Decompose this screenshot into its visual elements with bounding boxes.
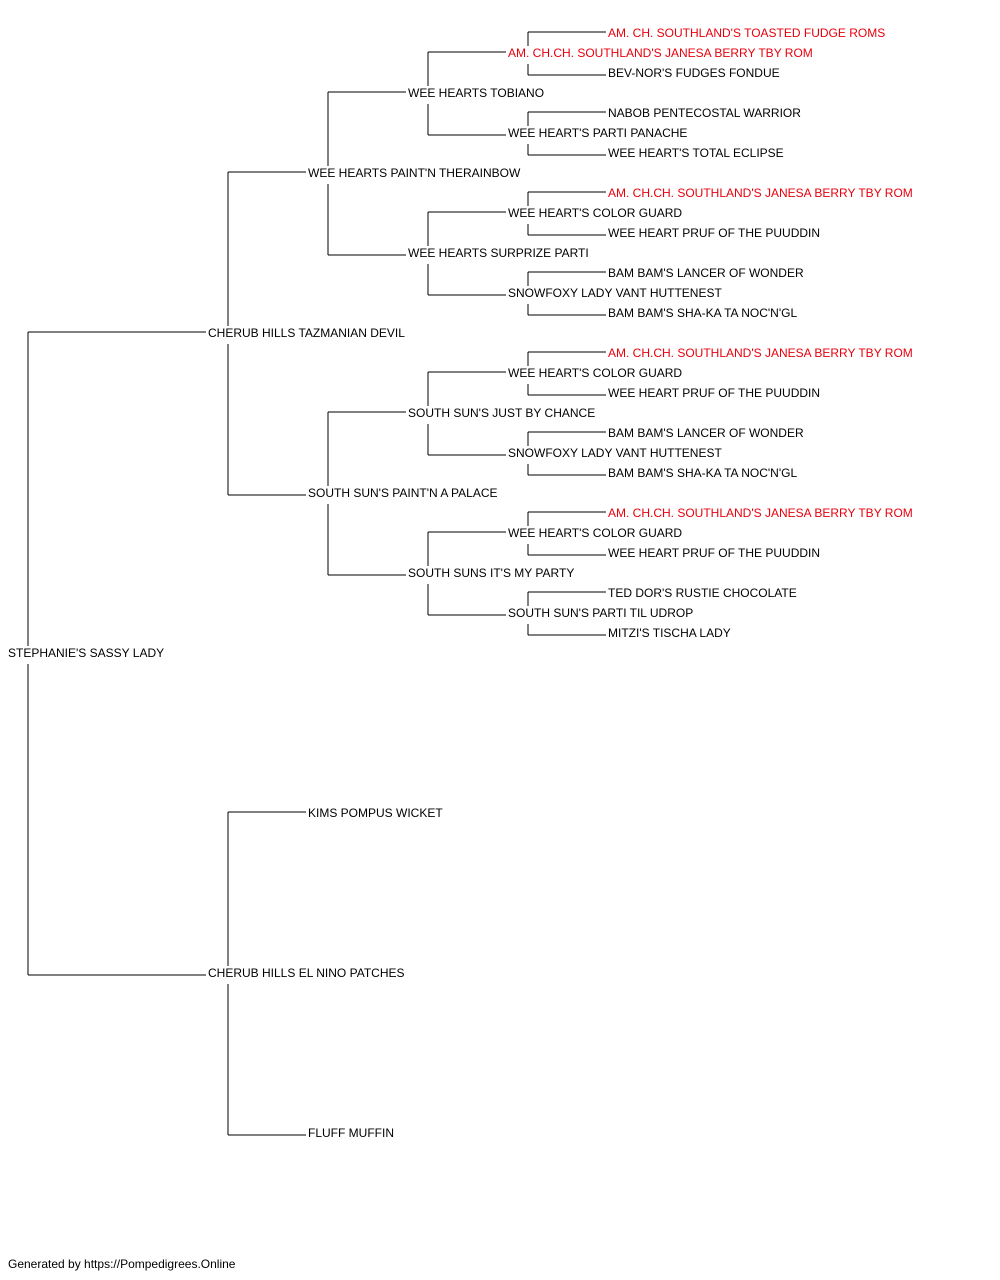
ancestor-name-gen-3: WEE HEARTS TOBIANO — [408, 86, 544, 100]
ancestor-name-gen-1: CHERUB HILLS TAZMANIAN DEVIL — [208, 326, 405, 340]
ancestor-name-gen-5: BAM BAM'S SHA-KA TA NOC'N'GL — [608, 306, 797, 320]
ancestor-name-gen-4: SNOWFOXY LADY VANT HUTTENEST — [508, 446, 722, 460]
ancestor-name-gen-4: WEE HEART'S COLOR GUARD — [508, 366, 682, 380]
ancestor-name-gen-5: AM. CH. SOUTHLAND'S TOASTED FUDGE ROMS — [608, 26, 885, 40]
ancestor-name-gen-3: SOUTH SUN'S JUST BY CHANCE — [408, 406, 595, 420]
ancestor-name-gen-5: WEE HEART PRUF OF THE PUUDDIN — [608, 546, 820, 560]
ancestor-name-gen-2: FLUFF MUFFIN — [308, 1126, 394, 1140]
ancestor-name-gen-2: SOUTH SUN'S PAINT'N A PALACE — [308, 486, 498, 500]
ancestor-name-gen-4: WEE HEART'S COLOR GUARD — [508, 206, 682, 220]
ancestor-name-gen-5: BAM BAM'S LANCER OF WONDER — [608, 266, 804, 280]
ancestor-name-gen-5: NABOB PENTECOSTAL WARRIOR — [608, 106, 801, 120]
subject-name-gen-0: STEPHANIE'S SASSY LADY — [8, 646, 164, 660]
ancestor-name-gen-5: AM. CH.CH. SOUTHLAND'S JANESA BERRY TBY … — [608, 186, 913, 200]
ancestor-name-gen-5: TED DOR'S RUSTIE CHOCOLATE — [608, 586, 797, 600]
ancestor-name-gen-4: SNOWFOXY LADY VANT HUTTENEST — [508, 286, 722, 300]
ancestor-name-gen-1: CHERUB HILLS EL NINO PATCHES — [208, 966, 405, 980]
footer-credit: Generated by https://Pompedigrees.Online — [8, 1257, 236, 1271]
ancestor-name-gen-2: KIMS POMPUS WICKET — [308, 806, 443, 820]
ancestor-name-gen-3: WEE HEARTS SURPRIZE PARTI — [408, 246, 589, 260]
ancestor-name-gen-5: AM. CH.CH. SOUTHLAND'S JANESA BERRY TBY … — [608, 506, 913, 520]
ancestor-name-gen-4: SOUTH SUN'S PARTI TIL UDROP — [508, 606, 693, 620]
ancestor-name-gen-5: AM. CH.CH. SOUTHLAND'S JANESA BERRY TBY … — [608, 346, 913, 360]
ancestor-name-gen-5: BAM BAM'S SHA-KA TA NOC'N'GL — [608, 466, 797, 480]
ancestor-name-gen-5: MITZI'S TISCHA LADY — [608, 626, 731, 640]
ancestor-name-gen-4: WEE HEART'S PARTI PANACHE — [508, 126, 687, 140]
ancestor-name-gen-3: SOUTH SUNS IT'S MY PARTY — [408, 566, 574, 580]
ancestor-name-gen-4: AM. CH.CH. SOUTHLAND'S JANESA BERRY TBY … — [508, 46, 813, 60]
ancestor-name-gen-2: WEE HEARTS PAINT'N THERAINBOW — [308, 166, 521, 180]
ancestor-name-gen-5: BEV-NOR'S FUDGES FONDUE — [608, 66, 780, 80]
ancestor-name-gen-5: WEE HEART'S TOTAL ECLIPSE — [608, 146, 784, 160]
ancestor-name-gen-5: WEE HEART PRUF OF THE PUUDDIN — [608, 386, 820, 400]
ancestor-name-gen-5: BAM BAM'S LANCER OF WONDER — [608, 426, 804, 440]
ancestor-name-gen-4: WEE HEART'S COLOR GUARD — [508, 526, 682, 540]
ancestor-name-gen-5: WEE HEART PRUF OF THE PUUDDIN — [608, 226, 820, 240]
